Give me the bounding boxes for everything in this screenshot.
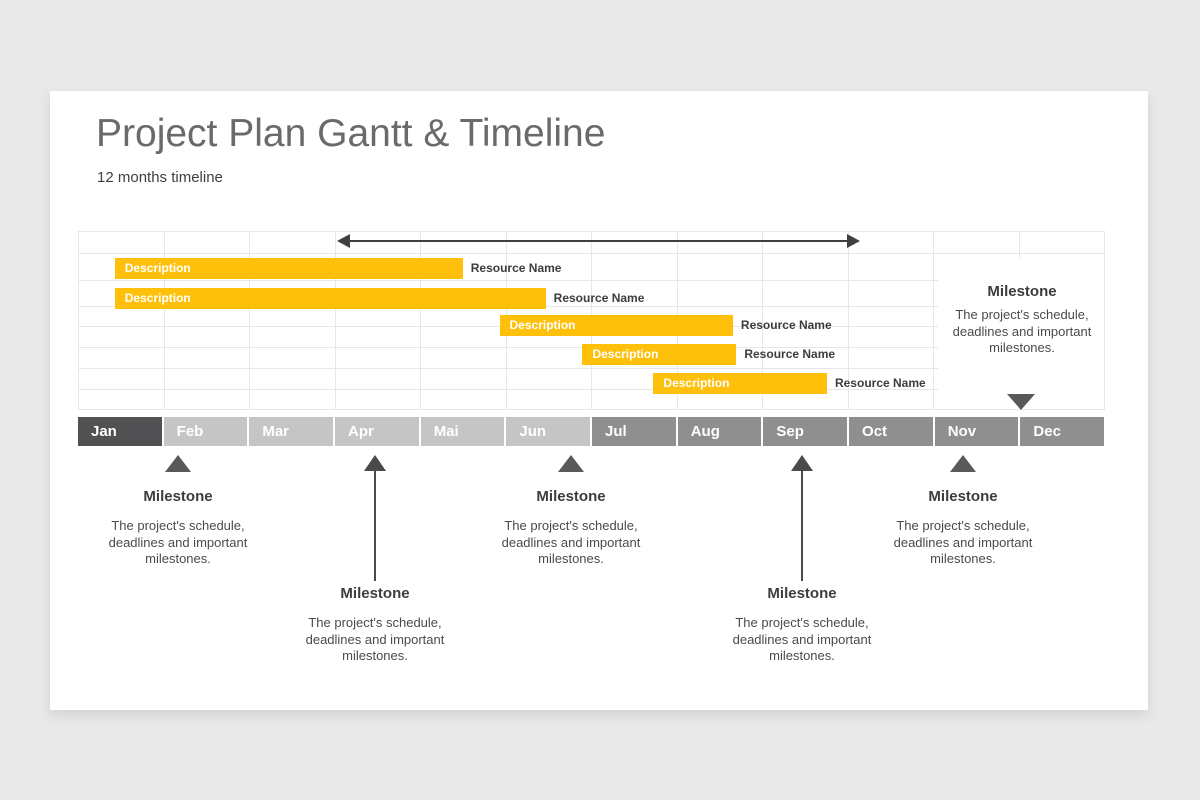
milestone-title: Milestone — [767, 585, 837, 602]
milestone-apr: Milestone The project's schedule, deadli… — [275, 455, 475, 665]
grid-vline — [1104, 231, 1105, 410]
milestone-nov: Milestone The project's schedule, deadli… — [863, 455, 1063, 568]
month-cell-aug: Aug — [677, 417, 762, 446]
milestone-sep: Milestone The project's schedule, deadli… — [702, 455, 902, 665]
milestone-description: The project's schedule, deadlines and im… — [952, 307, 1092, 355]
month-cell-jul: Jul — [592, 417, 676, 446]
grid-vline — [164, 231, 165, 410]
milestone-title: Milestone — [928, 488, 998, 505]
month-cell-nov: Nov — [934, 417, 1019, 446]
milestone-triangle-up-icon — [165, 455, 191, 472]
page-title: Project Plan Gantt & Timeline — [96, 112, 606, 155]
resource-name-label: Resource Name — [470, 261, 562, 275]
resource-name-label: Resource Name — [553, 291, 645, 305]
grid-vline — [420, 231, 421, 410]
month-cell-oct: Oct — [849, 417, 933, 446]
month-cell-jan: Jan — [78, 417, 162, 446]
month-cell-dec: Dec — [1020, 417, 1105, 446]
milestone-title: Milestone — [536, 488, 606, 505]
resource-name-label: Resource Name — [744, 347, 836, 361]
month-cell-sep: Sep — [763, 417, 848, 446]
grid-vline — [762, 231, 763, 410]
milestone-title: Milestone — [340, 585, 410, 602]
milestone-triangle-down-icon — [1007, 394, 1035, 410]
milestone-dec: Milestone The project's schedule, deadli… — [922, 283, 1122, 357]
gantt-bar: Description — [114, 288, 546, 309]
resource-name-label: Resource Name — [740, 318, 832, 332]
page-subtitle: 12 months timeline — [97, 169, 223, 186]
milestone-description: The project's schedule, deadlines and im… — [893, 518, 1033, 566]
arrow-right-icon — [847, 234, 861, 248]
gantt-bar: Description — [653, 373, 827, 394]
gantt-bar: Description — [499, 315, 733, 336]
milestone-description: The project's schedule, deadlines and im… — [732, 615, 872, 663]
milestone-dec-backdrop — [938, 258, 1104, 408]
gantt-bar: Description — [582, 344, 737, 365]
month-cell-apr: Apr — [335, 417, 419, 446]
month-cell-feb: Feb — [163, 417, 248, 446]
milestone-description: The project's schedule, deadlines and im… — [305, 615, 445, 663]
milestone-arrow-up-icon — [791, 455, 813, 471]
milestone-description: The project's schedule, deadlines and im… — [501, 518, 641, 566]
milestone-description: The project's schedule, deadlines and im… — [108, 518, 248, 566]
month-cell-jun: Jun — [506, 417, 591, 446]
milestone-triangle-up-icon — [950, 455, 976, 472]
grid-vline — [78, 231, 79, 410]
grid-vline — [933, 231, 934, 410]
milestone-arrow-up-icon — [364, 455, 386, 471]
month-cell-mar: Mar — [249, 417, 334, 446]
grid-vline — [249, 231, 250, 410]
milestone-title: Milestone — [143, 488, 213, 505]
month-cell-mai: Mai — [420, 417, 505, 446]
milestone-jun: Milestone The project's schedule, deadli… — [471, 455, 671, 568]
milestone-arrow-stem — [801, 471, 803, 581]
grid-vline — [848, 231, 849, 410]
arrow-line — [346, 240, 852, 242]
grid-vline — [335, 231, 336, 410]
arrow-left-icon — [337, 234, 351, 248]
duration-arrow — [337, 234, 861, 248]
milestone-arrow-stem — [374, 471, 376, 581]
resource-name-label: Resource Name — [834, 376, 926, 390]
milestone-title: Milestone — [987, 283, 1057, 300]
milestone-triangle-up-icon — [558, 455, 584, 472]
milestone-feb: Milestone The project's schedule, deadli… — [78, 455, 278, 568]
gantt-bar: Description — [114, 258, 463, 279]
